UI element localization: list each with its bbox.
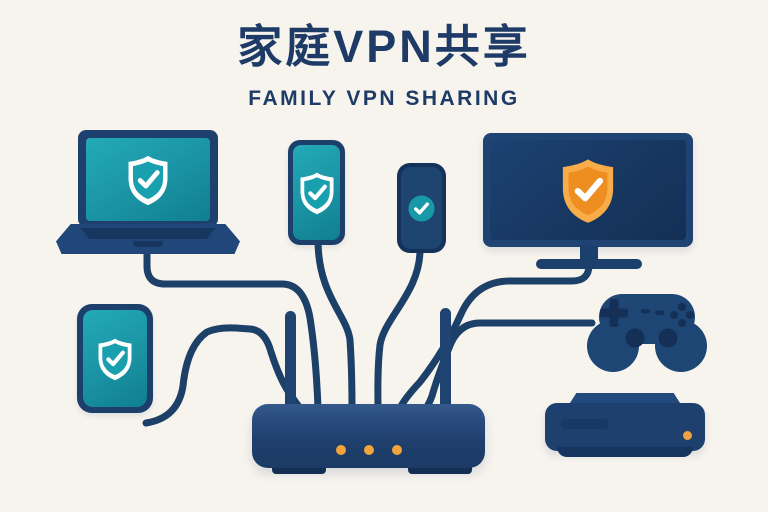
shield-check-icon xyxy=(300,172,333,214)
controller-right-stick xyxy=(658,328,678,348)
router-led xyxy=(364,445,374,455)
cable-laptop-to-router xyxy=(143,246,322,412)
shield-check-icon xyxy=(128,155,168,205)
shield-check-icon xyxy=(562,158,614,223)
router-led xyxy=(392,445,402,455)
router-antenna-right xyxy=(440,308,451,411)
smart-tv xyxy=(483,133,693,247)
shield-check-icon xyxy=(98,338,132,380)
phone xyxy=(77,304,153,413)
mobile-device xyxy=(397,163,446,253)
smart-tv-screen xyxy=(490,140,686,240)
controller-dpad-icon xyxy=(600,299,628,327)
controller-menu-buttons xyxy=(641,309,664,315)
laptop-base xyxy=(56,224,240,254)
page-title: 家庭VPN共享 xyxy=(237,21,531,72)
laptop xyxy=(78,130,218,227)
cable-smartphone-to-router xyxy=(314,236,356,412)
mobile-device-screen xyxy=(401,167,442,249)
page-subtitle: FAMILY VPN SHARING xyxy=(248,87,520,110)
router xyxy=(252,404,485,468)
set-top-box xyxy=(545,393,705,461)
set-top-box-base xyxy=(557,447,693,457)
laptop-trackpad-notch xyxy=(133,241,163,247)
router-antenna-left xyxy=(285,311,296,411)
set-top-box-vent xyxy=(561,419,609,429)
laptop-keyboard xyxy=(80,228,216,239)
set-top-box-led xyxy=(683,431,692,440)
router-led xyxy=(336,445,346,455)
phone-screen xyxy=(83,310,147,407)
circle-check-icon xyxy=(408,194,435,222)
smart-tv-stand-neck xyxy=(580,245,598,263)
controller-action-buttons xyxy=(670,303,694,327)
game-controller xyxy=(587,294,707,372)
smart-tv-stand-base xyxy=(536,259,642,269)
cable-mobile-device-to-router xyxy=(374,246,424,412)
controller-left-stick xyxy=(625,328,645,348)
laptop-screen xyxy=(86,138,210,221)
cable-smart-tv-to-router xyxy=(396,254,593,412)
smartphone-screen xyxy=(293,145,340,240)
smartphone xyxy=(288,140,345,245)
